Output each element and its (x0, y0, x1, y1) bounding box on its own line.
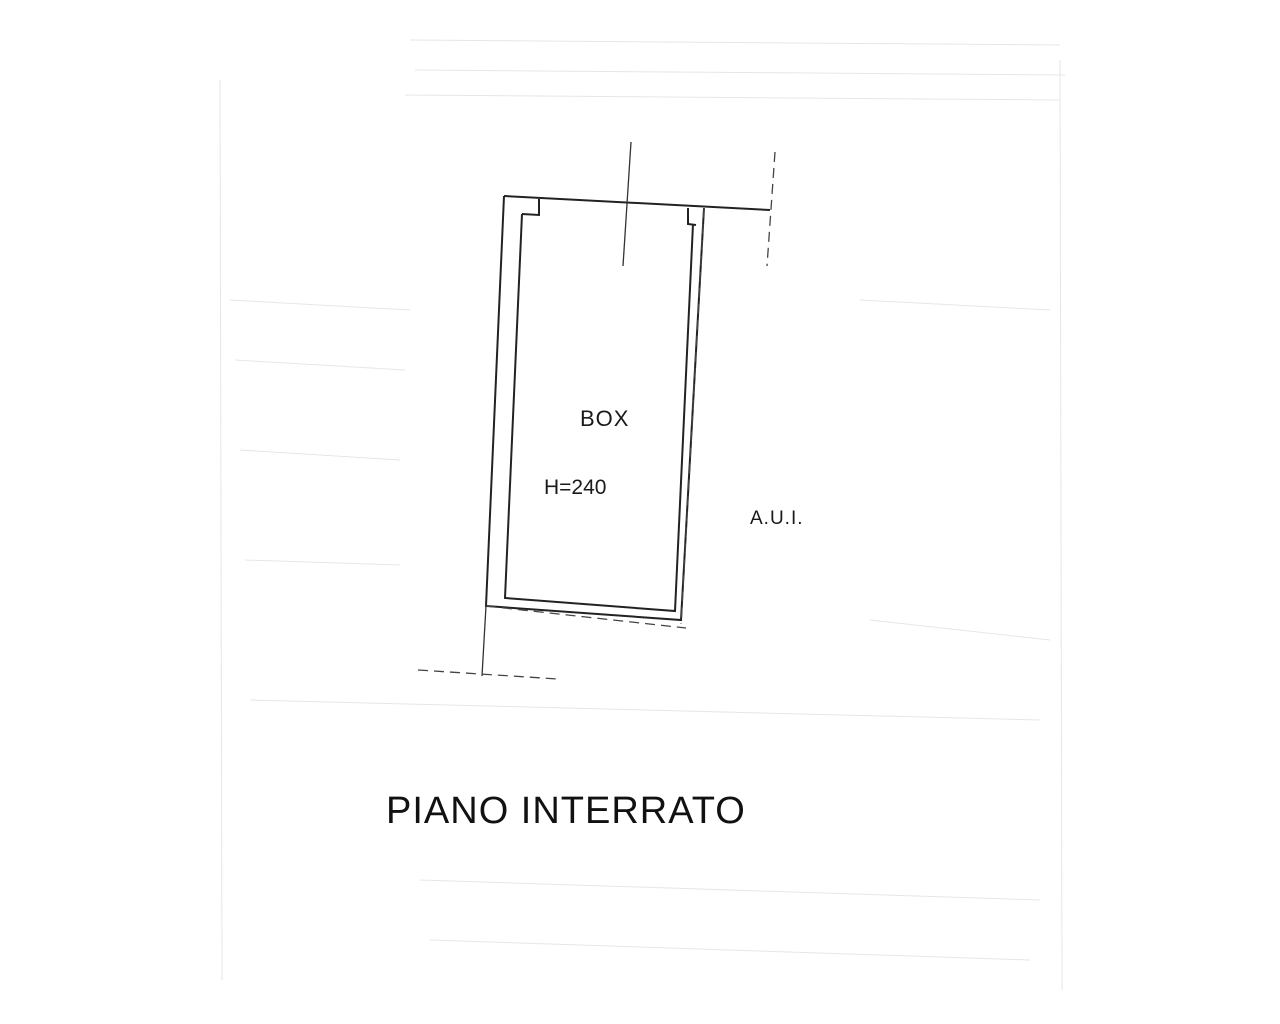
wall-extension-line (481, 605, 487, 677)
corner-pillar-right (687, 208, 697, 226)
room-name-label: BOX (580, 406, 629, 431)
box-outer-wall (484, 195, 705, 622)
dashed-line-bottom (417, 669, 559, 680)
vertical-reference-line (622, 141, 632, 267)
floor-title: PIANO INTERRATO (386, 790, 746, 832)
box-right-dashed-wall (680, 207, 705, 625)
corner-pillar-left (521, 199, 540, 217)
background-scan-noise (219, 39, 1066, 991)
box-room (484, 195, 705, 629)
room-height-label: H=240 (544, 476, 606, 499)
adjacent-unit-label: A.U.I. (750, 508, 804, 529)
box-bottom-dashed-wall (485, 605, 687, 629)
boundary-line-top (503, 195, 771, 211)
dashed-line-right (766, 151, 776, 267)
box-inner-wall (503, 213, 694, 613)
